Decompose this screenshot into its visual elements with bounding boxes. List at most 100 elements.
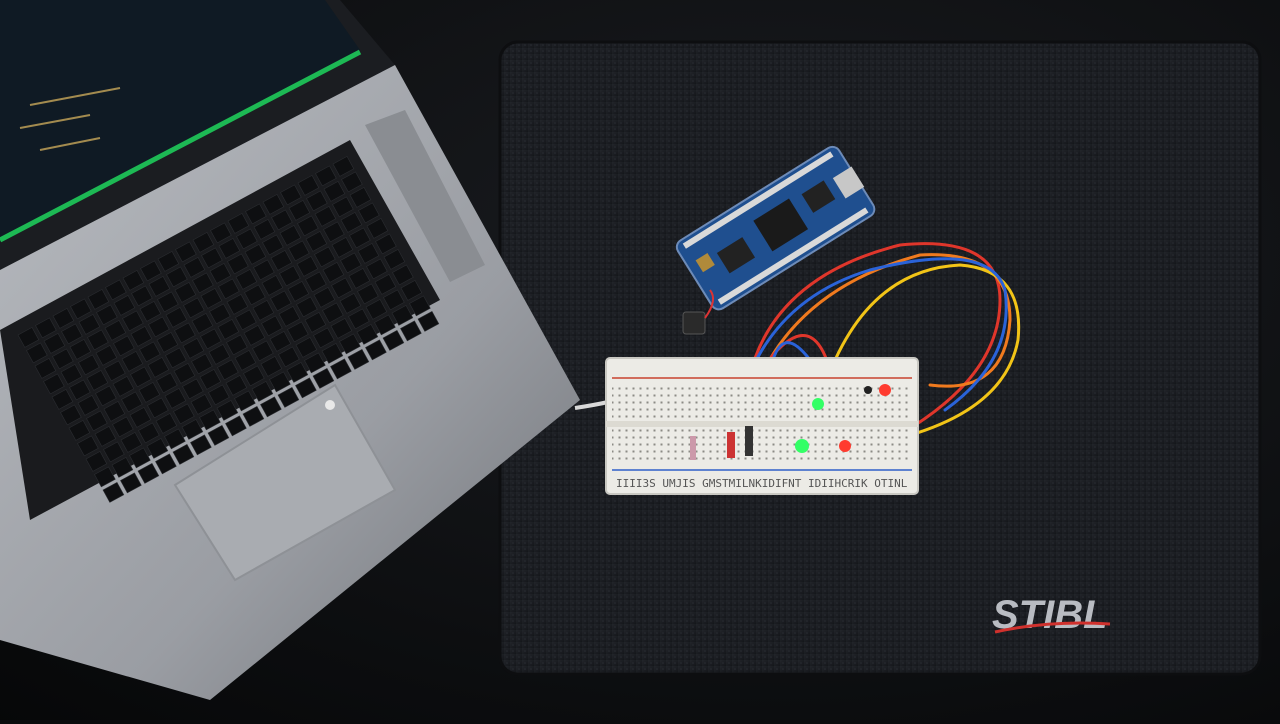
usb-port-icon: [832, 166, 865, 199]
wire-yellow: [818, 263, 1021, 440]
keyboard-key: [217, 318, 240, 340]
keyboard-key: [138, 381, 161, 403]
board-chip-3: [801, 180, 836, 213]
keyboard-key: [77, 435, 99, 457]
keyboard-key: [225, 415, 247, 437]
keyboard-key: [86, 410, 108, 432]
keyboard-key: [209, 303, 231, 325]
transistor: [745, 426, 753, 456]
keyboard-key: [208, 343, 231, 365]
keyboard-key: [297, 215, 319, 237]
keyboard-key: [392, 264, 414, 286]
keyboard-key: [288, 199, 311, 221]
keyboard-key: [111, 456, 134, 478]
keyboard-key: [200, 328, 222, 350]
laptop-speaker: [365, 110, 485, 282]
keyboard-key: [260, 396, 282, 418]
keyboard-key: [113, 294, 136, 316]
keyboard-key: [138, 422, 160, 444]
keyboard-key: [348, 267, 371, 289]
breadboard-upper-grid: [612, 384, 912, 420]
keyboard-key: [305, 230, 328, 252]
keyboard-key: [252, 299, 275, 321]
keyboard-key: [156, 331, 179, 353]
keyboard-key: [130, 366, 152, 388]
keyboard-key: [315, 165, 337, 187]
keyboard-key: [139, 341, 161, 363]
keyboard-key: [209, 262, 232, 284]
keyboard-key: [271, 209, 293, 231]
keyboard-key: [200, 287, 223, 309]
keyboard-key: [340, 211, 363, 233]
keyboard-key: [305, 271, 327, 293]
keyboard-key: [349, 186, 372, 208]
keyboard-key: [304, 311, 327, 333]
keyboard-key: [217, 359, 239, 381]
keyboard-key: [262, 234, 284, 256]
keyboard-key: [269, 371, 291, 393]
keyboard-key: [137, 462, 160, 484]
keyboard-key: [182, 337, 205, 359]
laptop-code-lines: [19, 87, 121, 151]
keyboard-key: [103, 400, 126, 422]
keyboard-key: [295, 336, 318, 358]
keyboard-key: [218, 278, 240, 300]
keyboard-key: [306, 190, 328, 212]
keyboard-key: [357, 283, 379, 305]
keyboard-key: [17, 326, 40, 348]
laptop-trackpad: [173, 383, 397, 582]
keyboard-key: [210, 222, 232, 244]
keyboard-key: [148, 316, 170, 338]
keyboard-key: [52, 307, 75, 329]
keyboard-key: [190, 393, 213, 415]
keyboard-key: [409, 295, 431, 317]
resistor: [727, 432, 735, 458]
keyboard-key: [288, 240, 310, 262]
keyboard-key: [157, 250, 180, 272]
keyboard-key: [173, 362, 196, 384]
keyboard-key: [278, 346, 300, 368]
keyboard-key: [121, 391, 143, 413]
keyboard-key: [69, 338, 92, 360]
keyboard-key: [244, 284, 266, 306]
keyboard-key: [253, 259, 275, 281]
keyboard-key: [226, 293, 249, 315]
keyboard-key: [70, 298, 92, 320]
keyboard-key: [120, 431, 143, 453]
keyboard-key: [286, 361, 309, 383]
keyboard-key: [164, 428, 186, 450]
keyboard-key: [270, 249, 293, 271]
keyboard-key: [252, 340, 274, 362]
keyboard-key: [166, 266, 188, 288]
keyboard-key: [201, 247, 223, 269]
keyboard-key: [122, 310, 144, 332]
keyboard-key: [366, 217, 389, 239]
keyboard-key: [112, 416, 134, 438]
resistor-2: [690, 436, 696, 460]
keyboard-key: [174, 322, 196, 344]
keyboard-key: [61, 323, 83, 345]
keyboard-key: [129, 406, 152, 428]
keyboard-key: [323, 180, 346, 202]
keyboard-key: [357, 242, 380, 264]
laptop-keys: [17, 155, 440, 503]
keyboard-key: [358, 202, 380, 224]
keyboard-key: [313, 286, 336, 308]
keyboard-key: [277, 386, 300, 408]
board-chip-2: [716, 237, 756, 274]
keyboard-key: [139, 300, 162, 322]
keyboard-key: [374, 273, 397, 295]
keyboard-key: [391, 304, 414, 326]
keyboard-key: [322, 302, 344, 324]
breadboard-center-channel: [606, 421, 918, 427]
keyboard-key: [365, 339, 387, 361]
keyboard-key: [340, 252, 362, 274]
keyboard-key: [356, 323, 379, 345]
keyboard-key: [131, 285, 153, 307]
keyboard-key: [86, 369, 109, 391]
keyboard-key: [366, 258, 388, 280]
keyboard-key: [339, 333, 361, 355]
laptop-screen: [0, 0, 360, 240]
keyboard-key: [235, 268, 258, 290]
